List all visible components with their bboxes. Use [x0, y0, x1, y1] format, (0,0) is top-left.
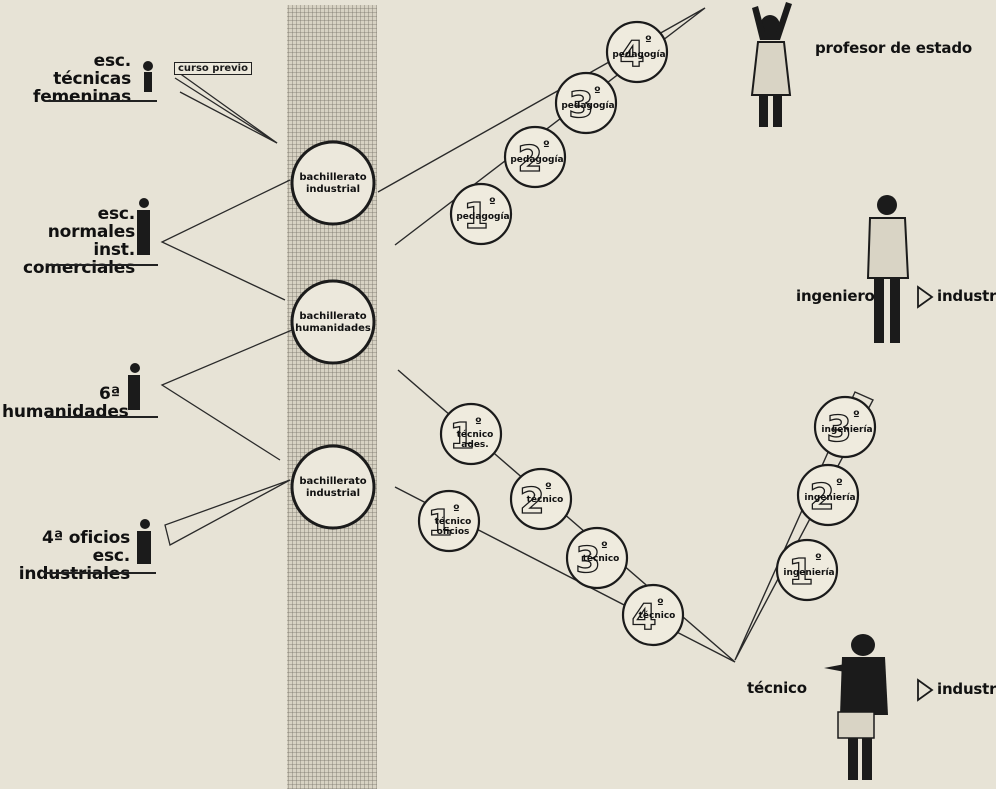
- course-ordinal: º: [594, 84, 601, 98]
- label-line: esc. normales: [47, 204, 135, 242]
- label-line: esc. técnicas: [53, 51, 131, 89]
- label-line: femeninas: [33, 86, 131, 107]
- course-number: 2: [809, 477, 834, 518]
- arrow-icon: [917, 285, 934, 309]
- arrow-icons: [917, 285, 934, 702]
- course-label: técnico: [435, 516, 472, 527]
- course-ordinal: º: [645, 33, 652, 47]
- source-wedges: [160, 69, 293, 546]
- course-label: pedagogía: [456, 212, 509, 222]
- professor-figure: [750, 2, 792, 127]
- course-label: técnico: [527, 494, 564, 505]
- dest-tecnico: técnico: [747, 679, 807, 697]
- course-ordinal: º: [543, 138, 550, 152]
- bachillerato-label: bachillerato: [299, 311, 366, 322]
- divider: [46, 416, 158, 418]
- course-number: 1: [449, 416, 474, 457]
- bachillerato-nodes: bachilleratoindustrialbachilleratohumani…: [290, 140, 376, 530]
- course-label: pedagogía: [612, 50, 665, 60]
- course-ordinal: º: [657, 596, 664, 610]
- ingenieria-wedge: [734, 391, 874, 661]
- bachillerato-label: industrial: [306, 488, 360, 499]
- engineer-figure: [866, 195, 910, 343]
- curso-previo-box: curso previo: [174, 62, 252, 75]
- course-ordinal: º: [489, 195, 496, 209]
- label-line: inst. comerciales: [22, 239, 135, 278]
- bachillerato-label: humanidades: [295, 323, 371, 334]
- course-label: ingeniería: [783, 568, 834, 578]
- course-number: 3: [826, 409, 851, 450]
- source-label-oficios: 4ª oficios esc. industriales: [10, 528, 130, 584]
- course-number: 2: [519, 481, 544, 522]
- course-ordinal: º: [836, 476, 843, 490]
- course-ordinal: º: [853, 408, 860, 422]
- label-line: 4ª oficios: [42, 528, 130, 548]
- course-ordinal: º: [453, 502, 460, 516]
- central-column: [287, 5, 377, 789]
- course-ordinal: º: [545, 480, 552, 494]
- course-label: pedagogía: [510, 155, 563, 165]
- course-label: ingeniería: [821, 425, 872, 435]
- course-number: 1: [427, 503, 452, 544]
- tecnico-wedge: [394, 369, 736, 663]
- arrow-icon: [917, 678, 934, 702]
- course-number: 3: [568, 85, 593, 126]
- course-label: pedagogía: [561, 101, 614, 111]
- dest-tecnico-industria: industria: [937, 680, 996, 698]
- source-figures: [128, 61, 153, 564]
- course-label: técnico: [457, 429, 494, 440]
- course-ordinal: º: [475, 415, 482, 429]
- course-label: técnico: [639, 610, 676, 621]
- course-ordinal: º: [601, 539, 608, 553]
- bachillerato-label: industrial: [306, 184, 360, 195]
- source-label-tecnicas-femeninas: esc. técnicas femeninas: [26, 51, 131, 107]
- course-number: 1: [788, 552, 813, 593]
- dest-ingeniero-industria: industria: [937, 287, 996, 305]
- bachillerato-label: bachillerato: [299, 476, 366, 487]
- dest-profesor: profesor de estado: [815, 39, 972, 57]
- course-label: ades.: [461, 440, 488, 450]
- technician-figure: [824, 634, 888, 780]
- bachillerato-label: bachillerato: [299, 172, 366, 183]
- course-number: 2: [517, 139, 542, 180]
- course-number: 4: [631, 597, 656, 638]
- divider: [46, 264, 158, 266]
- course-ordinal: º: [815, 551, 822, 565]
- course-label: oficios: [437, 527, 470, 537]
- pedagogia-wedge: [377, 7, 706, 246]
- divider: [45, 100, 157, 102]
- source-label-normales: esc. normales inst. comerciales: [10, 204, 135, 278]
- divider: [44, 572, 156, 574]
- course-number: 1: [463, 196, 488, 237]
- course-number: 3: [575, 540, 600, 581]
- course-label: técnico: [583, 553, 620, 564]
- dest-ingeniero: ingeniero: [796, 287, 875, 305]
- course-label: ingeniería: [804, 493, 855, 503]
- label-line: esc. industriales: [19, 545, 130, 583]
- course-number: 4: [619, 34, 644, 75]
